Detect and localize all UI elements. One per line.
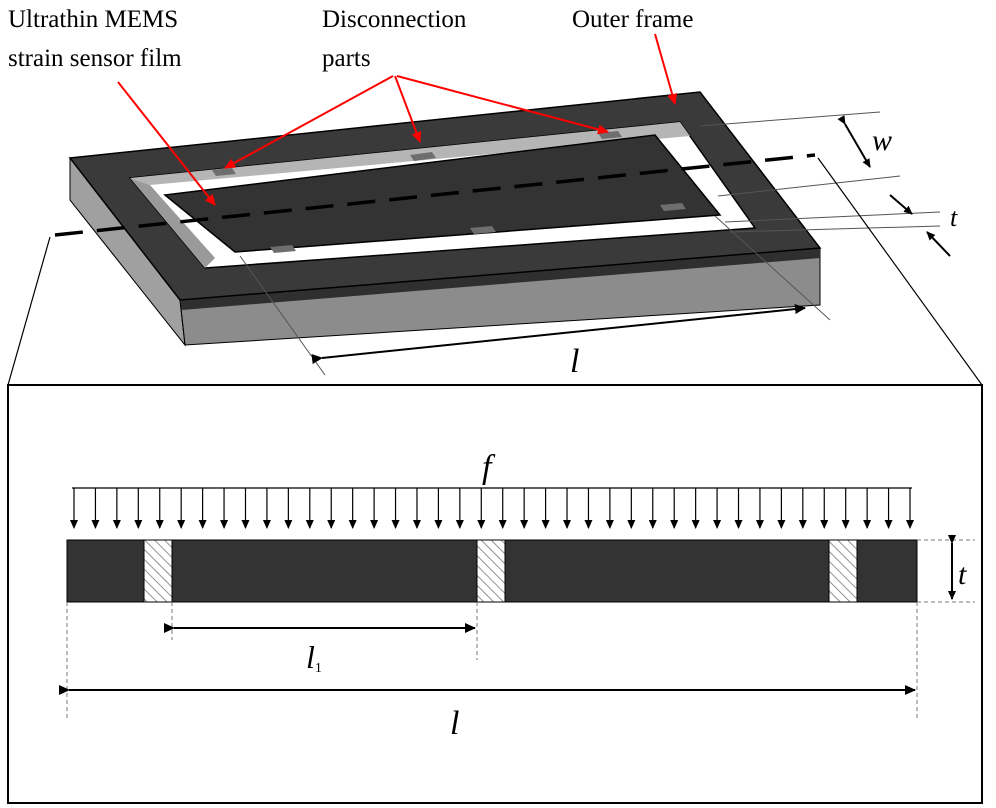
zoom-line-left (7, 236, 51, 386)
disconnection-part-1 (410, 152, 436, 161)
disconnection-part-3 (212, 168, 236, 176)
length-dimension-arrow-top (311, 304, 806, 365)
arrow-to-sensor-film (117, 81, 216, 206)
disconnection-part-6 (270, 245, 296, 253)
disconnection-part-4 (470, 226, 496, 234)
length-top-label: l (570, 343, 579, 380)
section-dashed-line (54, 153, 816, 237)
disconnection-gap-1 (143, 539, 173, 603)
cavity-wall (130, 122, 690, 185)
base-top-band (180, 248, 820, 310)
thickness-extension-lines (917, 539, 975, 603)
thickness-arrow-bottom (926, 231, 951, 257)
arrow-to-disconnection-3 (396, 75, 609, 135)
device-3d: w t l (7, 91, 983, 386)
arrow-to-disconnection-1 (224, 75, 394, 169)
sensor-film-label-line1: Ultrathin MEMS (8, 6, 178, 33)
disconnection-gap-3 (828, 539, 858, 603)
disconnection-part-5 (660, 203, 686, 211)
annotations: Ultrathin MEMS strain sensor film Discon… (8, 6, 693, 206)
arrow-to-outer-frame (654, 33, 678, 105)
thickness-top-label: t (950, 203, 958, 232)
zoom-line-right (817, 157, 983, 386)
disconnection-gap-2 (476, 539, 506, 603)
width-label: w (872, 124, 892, 157)
cavity-wall-left (130, 178, 215, 268)
length-extension-lines (66, 602, 918, 718)
arrow-to-disconnection-2 (394, 75, 422, 143)
length-bottom-label: l (450, 705, 459, 742)
width-dimension-arrow (837, 115, 871, 168)
segment-length-subscript: 1 (315, 661, 322, 676)
thickness-arrow-top (889, 194, 913, 215)
detail-frame (7, 384, 983, 804)
disconnection-label-line1: Disconnection (322, 6, 467, 33)
outer-frame-label: Outer frame (572, 6, 693, 33)
force-label: f (482, 449, 496, 486)
disconnection-label-line2: parts (322, 45, 371, 72)
thickness-bottom-label: t (958, 558, 967, 591)
segment-length-label: l1 (306, 639, 322, 676)
distributed-load-arrows (70, 488, 914, 529)
cross-section-detail: f t l1 l (7, 384, 983, 804)
sensor-film-label-line2: strain sensor film (8, 45, 182, 72)
